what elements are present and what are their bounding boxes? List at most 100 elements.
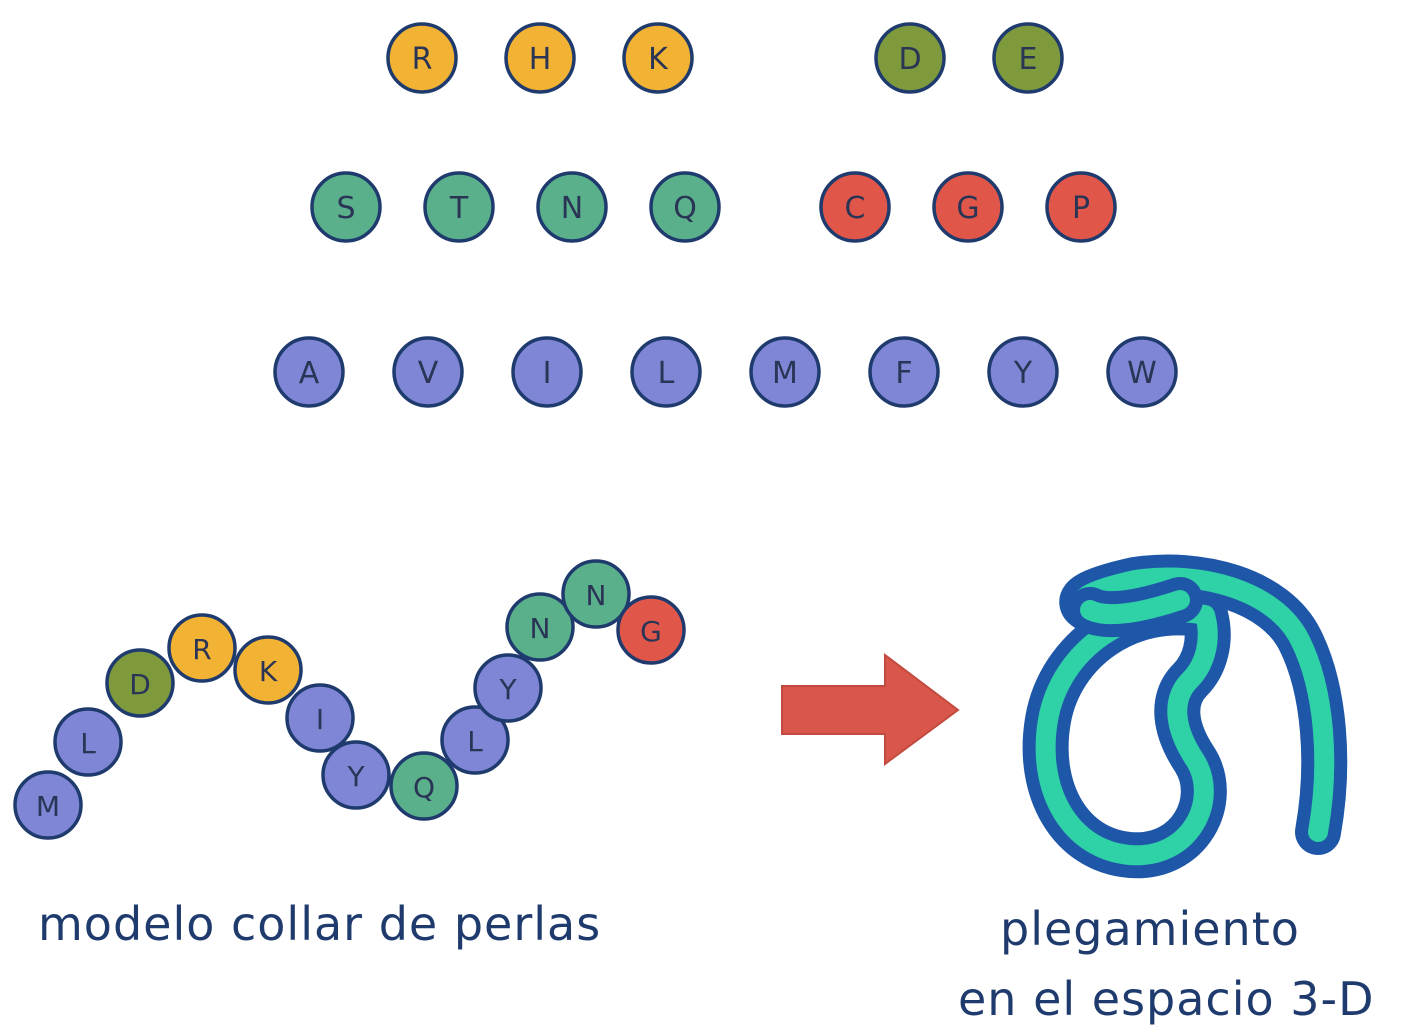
caption-folding-line2: en el espacio 3-D [958, 972, 1375, 1026]
bead-letter: G [956, 191, 979, 226]
bead-letter: N [561, 191, 583, 226]
bead-circle [868, 336, 940, 408]
bead-letter: C [845, 191, 866, 226]
arrow-icon [781, 652, 960, 766]
bead-letter: A [299, 356, 320, 391]
bead-h: H [504, 22, 576, 94]
bead-w: W [1106, 336, 1178, 408]
bead-circle [233, 635, 303, 705]
bead-s: S [310, 171, 382, 243]
bead-circle [932, 171, 1004, 243]
chain-bead-n: N [561, 559, 631, 629]
bead-d: D [874, 22, 946, 94]
bead-circle [874, 22, 946, 94]
bead-circle [285, 683, 355, 753]
bead-circle [105, 648, 175, 718]
bead-f: F [868, 336, 940, 408]
bead-circle [1106, 336, 1178, 408]
bead-letter: V [418, 356, 439, 391]
bead-letter: K [648, 42, 669, 77]
bead-letter: H [529, 42, 552, 77]
bead-g: G [932, 171, 1004, 243]
bead-circle [819, 171, 891, 243]
bead-circle [561, 559, 631, 629]
bead-q: Q [649, 171, 721, 243]
bead-circle [536, 171, 608, 243]
bead-circle [749, 336, 821, 408]
chain-bead-m: M [13, 770, 83, 840]
bead-letter: I [316, 703, 324, 736]
bead-circle [310, 171, 382, 243]
bead-circle [616, 595, 686, 665]
bead-letter: R [192, 633, 211, 666]
bead-circle [505, 592, 575, 662]
bead-circle [389, 751, 459, 821]
bead-circle [473, 653, 543, 723]
chain-bead-g: G [616, 595, 686, 665]
bead-letter: L [658, 356, 675, 391]
bead-letter: Y [498, 673, 517, 706]
bead-circle [392, 336, 464, 408]
bead-l: L [630, 336, 702, 408]
bead-letter: G [640, 615, 662, 648]
folded-protein-tube [1022, 554, 1348, 879]
bead-letter: D [129, 668, 151, 701]
bead-a: A [273, 336, 345, 408]
bead-circle [992, 22, 1064, 94]
bead-m: M [749, 336, 821, 408]
bead-r: R [386, 22, 458, 94]
bead-y: Y [987, 336, 1059, 408]
chain-bead-y: Y [321, 740, 391, 810]
bead-circle [53, 707, 123, 777]
bead-letter: I [543, 356, 552, 391]
bead-letter: R [412, 42, 433, 77]
bead-letter: Y [1013, 356, 1033, 391]
bead-letter: T [449, 191, 469, 226]
bead-letter: Y [346, 760, 365, 793]
bead-letter: K [259, 655, 278, 688]
bead-circle [622, 22, 694, 94]
bead-circle [511, 336, 583, 408]
bead-letter: F [895, 356, 912, 391]
bead-p: P [1045, 171, 1117, 243]
bead-letter: P [1072, 191, 1090, 226]
bead-letter: M [36, 790, 60, 823]
bead-e: E [992, 22, 1064, 94]
bead-letter: L [467, 725, 483, 758]
bead-c: C [819, 171, 891, 243]
chain-bead-k: K [233, 635, 303, 705]
chain-bead-n: N [505, 592, 575, 662]
bead-circle [987, 336, 1059, 408]
bead-circle [630, 336, 702, 408]
chain-bead-r: R [167, 613, 237, 683]
chain-bead-l: L [440, 705, 510, 775]
bead-circle [273, 336, 345, 408]
bead-circle [1045, 171, 1117, 243]
bead-circle [167, 613, 237, 683]
bead-circle [504, 22, 576, 94]
bead-k: K [622, 22, 694, 94]
chain-bead-y: Y [473, 653, 543, 723]
bead-letter: N [530, 612, 551, 645]
bead-v: V [392, 336, 464, 408]
bead-letter: S [336, 191, 355, 226]
chain-bead-i: I [285, 683, 355, 753]
chain-bead-l: L [53, 707, 123, 777]
bead-i: I [511, 336, 583, 408]
bead-letter: D [898, 42, 921, 77]
bead-n: N [536, 171, 608, 243]
bead-letter: Q [673, 191, 697, 226]
chain-bead-d: D [105, 648, 175, 718]
bead-circle [649, 171, 721, 243]
caption-folding-line1: plegamiento [1000, 902, 1300, 956]
bead-t: T [423, 171, 495, 243]
bead-circle [423, 171, 495, 243]
bead-letter: N [586, 579, 607, 612]
